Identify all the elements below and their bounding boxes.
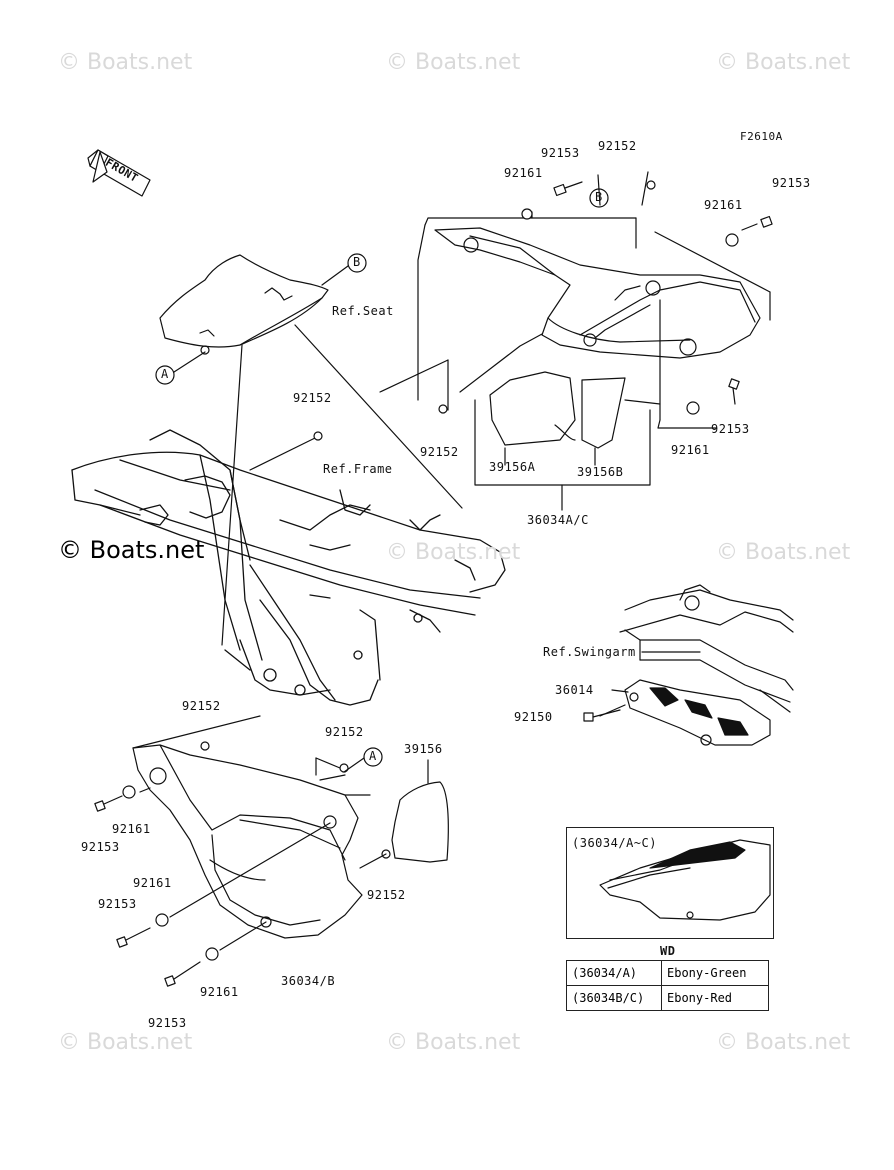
- decal-39156b-shape: [581, 377, 626, 449]
- watermark: © Boats.net: [386, 1030, 521, 1055]
- fasteners-drawing: [94, 180, 773, 987]
- wd-code-cell: (36034/A): [566, 960, 662, 986]
- part-number: 92150: [514, 710, 553, 724]
- wd-table: (36034/A) Ebony-Green (36034B/C) Ebony-R…: [566, 960, 769, 1011]
- part-number: 92153: [772, 176, 811, 190]
- part-number: 92161: [112, 822, 151, 836]
- inset-label: (36034/A~C): [572, 836, 657, 850]
- part-number: 92152: [598, 139, 637, 153]
- part-number: 36034A/C: [527, 513, 589, 527]
- decal-39156a-shape: [489, 371, 576, 446]
- part-number: 92152: [182, 699, 221, 713]
- frame-ref-drawing: [71, 429, 506, 706]
- callout-a: A: [369, 749, 377, 763]
- part-number: 92161: [200, 985, 239, 999]
- ref-frame-label: Ref.Frame: [323, 462, 393, 476]
- lower-side-cover-drawing: [132, 744, 363, 939]
- chain-guard-36014-drawing: [624, 679, 771, 746]
- part-number: 92153: [81, 840, 120, 854]
- part-number: 92152: [367, 888, 406, 902]
- watermark: © Boats.net: [386, 50, 521, 75]
- table-row: (36034B/C) Ebony-Red: [566, 985, 769, 1011]
- inset-cover-drawing: [599, 839, 771, 921]
- part-number: 39156B: [577, 465, 624, 479]
- part-number: 92161: [133, 876, 172, 890]
- part-number: 92152: [293, 391, 332, 405]
- seat-ref-drawing: [159, 254, 329, 355]
- part-number: 92152: [325, 725, 364, 739]
- figure-code: F2610A: [740, 130, 783, 143]
- part-number: 92152: [420, 445, 459, 459]
- callout-b: B: [595, 190, 603, 204]
- watermark: © Boats.net: [716, 50, 851, 75]
- watermark-prominent: © Boats.net: [58, 536, 205, 564]
- table-row: (36034/A) Ebony-Green: [566, 960, 769, 986]
- part-number: 92153: [148, 1016, 187, 1030]
- part-number: 36034/B: [281, 974, 336, 988]
- watermark: © Boats.net: [716, 540, 851, 565]
- callout-a: A: [161, 367, 169, 381]
- part-number: 92153: [98, 897, 137, 911]
- wd-color-cell: Ebony-Green: [661, 960, 769, 986]
- part-number: 92161: [704, 198, 743, 212]
- watermark: © Boats.net: [386, 540, 521, 565]
- part-number: 92153: [541, 146, 580, 160]
- ref-swingarm-label: Ref.Swingarm: [543, 645, 636, 659]
- part-number: 92161: [671, 443, 710, 457]
- part-number: 39156A: [489, 460, 536, 474]
- ref-seat-label: Ref.Seat: [332, 304, 394, 318]
- front-arrow-icon: [87, 149, 151, 197]
- part-number: 92153: [711, 422, 750, 436]
- part-number: 92161: [504, 166, 543, 180]
- inset-box: [566, 827, 774, 939]
- wd-title: WD: [660, 944, 676, 958]
- callout-b: B: [353, 255, 361, 269]
- watermark: © Boats.net: [716, 1030, 851, 1055]
- upper-side-cover-drawing: [434, 227, 761, 359]
- part-number: 36014: [555, 683, 594, 697]
- wd-color-cell: Ebony-Red: [661, 985, 769, 1011]
- wd-code-cell: (36034B/C): [566, 985, 662, 1011]
- decal-39156-shape: [391, 781, 449, 863]
- part-number: 39156: [404, 742, 443, 756]
- swingarm-ref-drawing: [619, 584, 794, 713]
- watermark: © Boats.net: [58, 1030, 193, 1055]
- watermark: © Boats.net: [58, 50, 193, 75]
